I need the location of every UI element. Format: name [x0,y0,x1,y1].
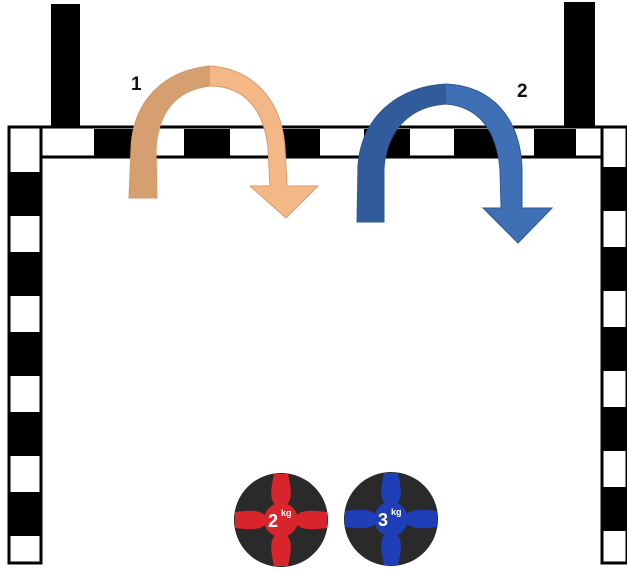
ball-2kg-weight: 2 [268,511,278,531]
right-post-stripe [603,487,627,531]
left-post-stripe [10,252,40,296]
medicine-ball-3kg: 3 kg [344,472,438,566]
ball-3kg-weight: 3 [378,510,388,530]
right-post-stripe [603,247,627,291]
left-post-stripe [10,172,40,216]
right-net-post [564,2,595,128]
crossbar-stripe [184,129,230,156]
arrow-2-label: 2 [517,81,528,102]
left-post-stripe [10,412,40,456]
left-post-stripe [10,492,40,536]
ball-3kg-unit: kg [391,507,402,517]
right-post-stripe [603,407,627,451]
right-post-stripe [603,167,627,211]
throw-arrow-2: 2 [356,81,554,244]
left-net-post [51,4,80,128]
right-post-stripe [603,327,627,371]
left-post-stripe [10,332,40,376]
throw-arrow-1: 1 [128,65,320,219]
arrow-1-label: 1 [131,74,142,95]
medicine-ball-2kg: 2 kg [234,473,328,567]
crossbar-stripe [534,129,576,156]
ball-2kg-unit: kg [281,508,292,518]
